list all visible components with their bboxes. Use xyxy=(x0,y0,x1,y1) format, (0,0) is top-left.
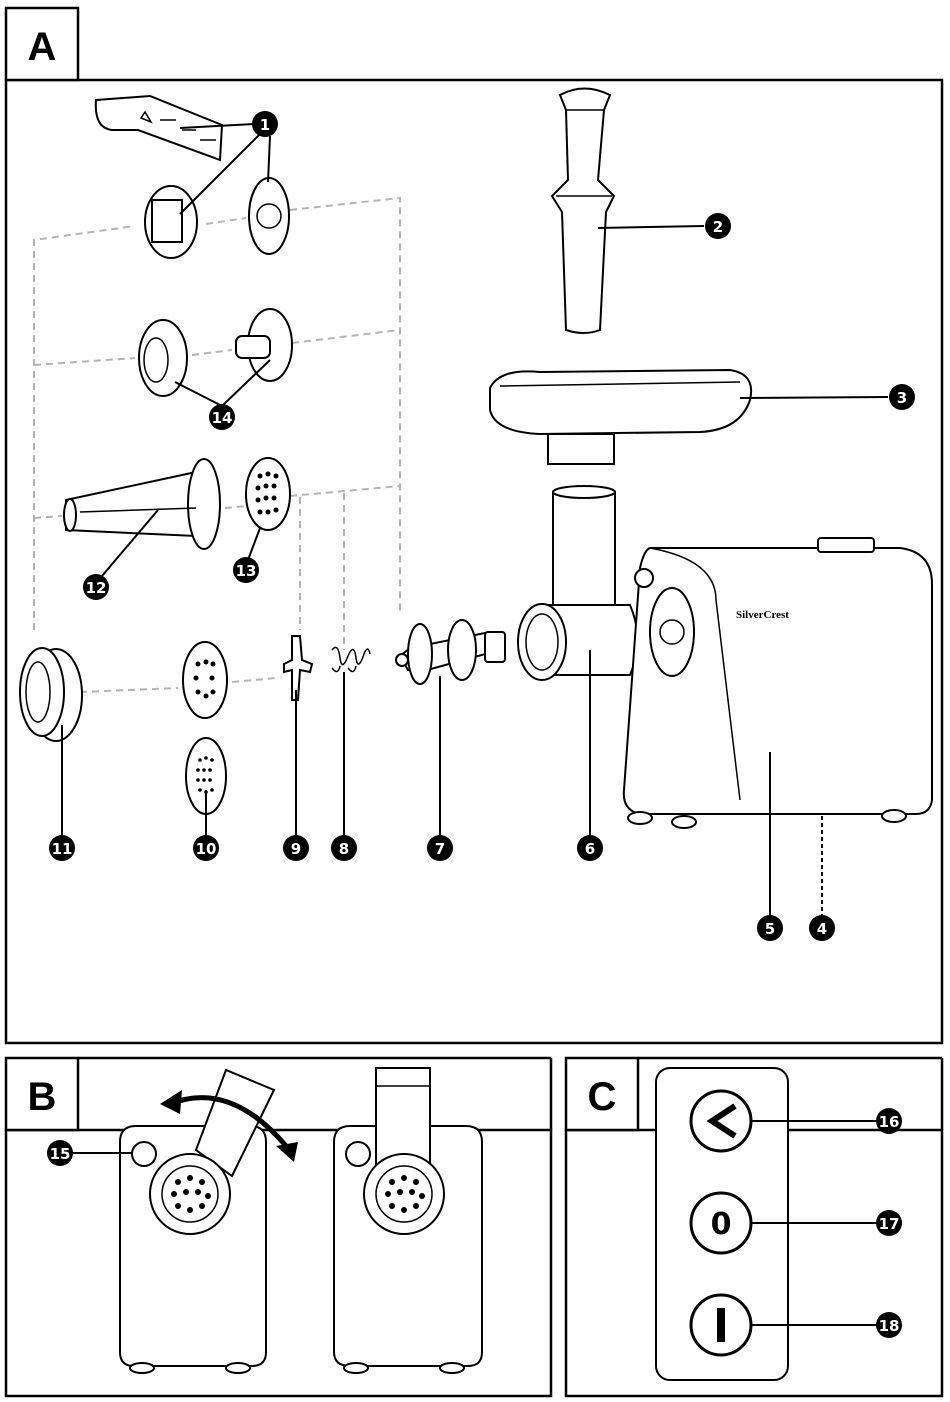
callout-13: 13 xyxy=(233,557,259,583)
reverse-chevron-icon xyxy=(706,1103,737,1139)
svg-text:6: 6 xyxy=(585,840,595,858)
svg-text:16: 16 xyxy=(879,1113,900,1131)
food-pusher xyxy=(550,87,616,334)
callout-11: 11 xyxy=(49,835,75,861)
callout-17: 17 xyxy=(876,1210,902,1236)
spring xyxy=(331,646,371,673)
callout-9: 9 xyxy=(283,835,309,861)
fine-disc xyxy=(245,457,291,531)
rotation-arrow-icon xyxy=(169,1095,288,1148)
svg-text:17: 17 xyxy=(879,1215,900,1233)
svg-text:9: 9 xyxy=(291,840,301,858)
svg-text:13: 13 xyxy=(236,562,257,580)
callout-5: 5 xyxy=(757,915,783,941)
cutting-blade xyxy=(283,635,314,701)
svg-text:1: 1 xyxy=(260,116,270,134)
callout-18: 18 xyxy=(876,1312,902,1338)
callout-6: 6 xyxy=(577,835,603,861)
section-b-label: B xyxy=(28,1075,57,1119)
svg-text:11: 11 xyxy=(52,840,73,858)
callout-14: 14 xyxy=(209,404,235,430)
svg-text:10: 10 xyxy=(196,840,217,858)
section-b-tab xyxy=(4,1056,80,1132)
callout-4: 4 xyxy=(809,915,835,941)
panel-b: B xyxy=(4,1056,553,1398)
svg-text:2: 2 xyxy=(713,218,723,236)
section-a-tab xyxy=(4,6,80,82)
motor-front-locked xyxy=(333,1067,483,1374)
svg-text:4: 4 xyxy=(817,920,827,938)
callout-12: 12 xyxy=(83,574,109,600)
ring-nut xyxy=(19,647,83,742)
on-one-icon xyxy=(717,1308,725,1342)
grinder-housing xyxy=(517,485,639,681)
svg-text:15: 15 xyxy=(50,1145,71,1163)
callout-2: 2 xyxy=(705,213,731,239)
off-label: 0 xyxy=(711,1207,732,1242)
callout-7: 7 xyxy=(427,835,453,861)
section-c-label: C xyxy=(588,1075,617,1119)
feed-screw xyxy=(395,619,506,685)
section-a-label: A xyxy=(28,25,57,69)
callout-8: 8 xyxy=(331,835,357,861)
svg-text:7: 7 xyxy=(435,840,445,858)
off-button[interactable]: 0 xyxy=(689,1191,753,1255)
brand-logo: SilverCrest xyxy=(736,609,789,621)
svg-text:14: 14 xyxy=(212,409,233,427)
callout-1: 1 xyxy=(252,111,278,137)
reverse-button[interactable] xyxy=(689,1089,753,1153)
svg-text:8: 8 xyxy=(339,840,349,858)
assembly-guides xyxy=(33,196,401,693)
motor-housing: SilverCrest xyxy=(622,537,933,829)
sausage-attachment xyxy=(138,308,293,397)
panel-c: C 0 16 17 18 xyxy=(564,1056,944,1398)
svg-text:18: 18 xyxy=(879,1317,900,1335)
on-button[interactable] xyxy=(689,1293,753,1357)
callout-3: 3 xyxy=(889,384,915,410)
food-tray xyxy=(489,368,752,465)
callout-15: 15 xyxy=(47,1140,73,1166)
panel-a: A xyxy=(4,6,944,1045)
svg-text:5: 5 xyxy=(765,920,775,938)
sausage-funnel xyxy=(63,458,221,550)
svg-text:12: 12 xyxy=(86,579,107,597)
callout-16: 16 xyxy=(876,1108,902,1134)
mincing-discs xyxy=(182,641,228,815)
leader-lines-a xyxy=(61,123,889,916)
callout-10: 10 xyxy=(193,835,219,861)
svg-text:3: 3 xyxy=(897,389,907,407)
section-c-tab xyxy=(564,1056,640,1132)
cookie-attachment xyxy=(94,94,290,259)
motor-front-unlocked xyxy=(119,1068,298,1374)
